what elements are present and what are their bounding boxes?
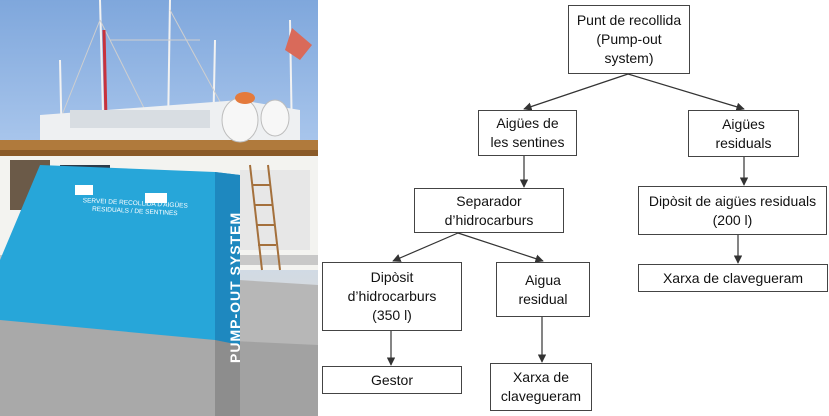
node-aigues-sentines: Aigües de les sentines bbox=[478, 110, 577, 156]
node-aigues-sentines-label: Aigües de les sentines bbox=[490, 115, 565, 150]
edge-separador-to-aigua-residual bbox=[457, 232, 544, 263]
photo-illustration bbox=[0, 0, 318, 416]
node-xarxa-clavegueram-right: Xarxa de clavegueram bbox=[638, 264, 828, 292]
pump-out-vertical-text: PUMP-OUT SYSTEM bbox=[227, 211, 243, 363]
node-aigua-residual-label: Aigua residual bbox=[518, 271, 568, 307]
node-aigua-residual: Aigua residual bbox=[496, 262, 590, 317]
node-gestor: Gestor bbox=[322, 366, 462, 394]
node-gestor-label: Gestor bbox=[370, 371, 413, 388]
node-pump-out: Punt de recollida (Pump-out system) bbox=[568, 5, 690, 74]
pump-out-unit bbox=[0, 165, 240, 416]
flag bbox=[285, 28, 312, 60]
node-diposit-aigues-residuals: Dipòsit de aigües residuals (200 l) bbox=[638, 186, 827, 235]
node-separador: Separador d’hidrocarburs bbox=[414, 188, 564, 233]
node-diposit-hidrocarburs: Dipòsit d’hidrocarburs (350 l) bbox=[322, 262, 462, 331]
node-xarxa-clavegueram-right-label: Xarxa de clavegueram bbox=[662, 269, 804, 286]
node-diposit-hidrocarburs-label: Dipòsit d’hidrocarburs (350 l) bbox=[347, 269, 437, 323]
node-xarxa-clavegueram-bottom-label: Xarxa de clavegueram bbox=[500, 369, 582, 404]
flowchart-connectors bbox=[386, 73, 749, 366]
pump-out-photo: SERVEI DE RECOLLIDA D'AIGÜES RESIDUALS /… bbox=[0, 0, 318, 416]
node-xarxa-clavegueram-bottom: Xarxa de clavegueram bbox=[490, 363, 592, 411]
flowchart: Punt de recollida (Pump-out system) Aigü… bbox=[318, 0, 829, 416]
edge-separador-to-diposit-hidro bbox=[392, 232, 459, 262]
node-aigues-residuals-label: Aigües residuals bbox=[715, 115, 772, 151]
node-aigues-residuals: Aigües residuals bbox=[688, 110, 799, 157]
edge-pump-out-to-residuals bbox=[627, 73, 745, 111]
node-diposit-aigues-residuals-label: Dipòsit de aigües residuals (200 l) bbox=[648, 192, 817, 228]
node-separador-label: Separador d’hidrocarburs bbox=[444, 192, 534, 228]
node-pump-out-label: Punt de recollida (Pump-out system) bbox=[576, 12, 682, 66]
edge-pump-out-to-sentines bbox=[523, 73, 629, 111]
